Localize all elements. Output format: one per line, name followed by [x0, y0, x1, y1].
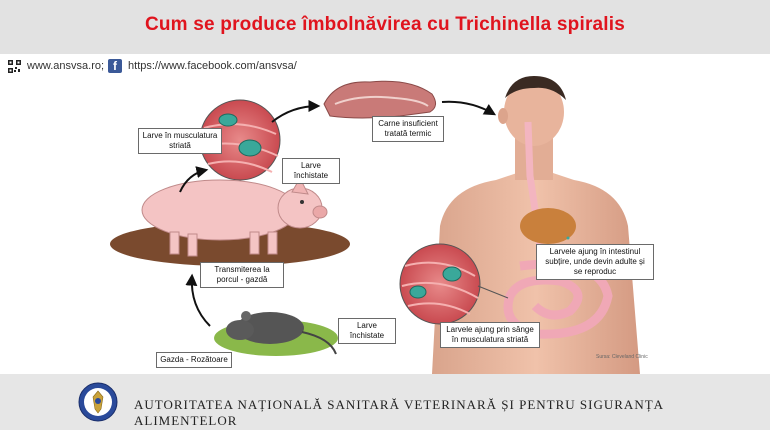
page-title: Cum se produce îmbolnăvirea cu Trichinel…: [144, 14, 626, 35]
label-larve-inchistate-bottom: Larve închistate: [338, 318, 396, 344]
label-larve-inchistate-top: Larve închistate: [282, 158, 340, 184]
website-link[interactable]: www.ansvsa.ro;: [27, 60, 105, 72]
footer-bar: [0, 374, 770, 430]
pig-illustration: [110, 176, 350, 266]
meat-illustration: [323, 80, 436, 119]
links-bar: www.ansvsa.ro; f https://www.facebook.co…: [8, 58, 297, 74]
label-gazda: Gazda - Rozătoare: [156, 352, 232, 368]
trichinella-lifecycle-diagram: [110, 76, 640, 374]
label-carne: Carne insuficient tratată termic: [372, 116, 444, 142]
facebook-link[interactable]: https://www.facebook.com/ansvsa/: [128, 60, 297, 72]
pig-muscle-magnified: [199, 99, 281, 181]
rat-illustration: [214, 311, 338, 356]
human-muscle-magnified: [399, 243, 509, 325]
arrow-pig-to-muscle: [179, 166, 209, 193]
arrow-muscle-to-meat: [271, 100, 321, 123]
footer-authority: AUTORITATEA NAȚIONALĂ SANITARĂ VETERINAR…: [134, 397, 664, 428]
arrow-rat-to-pig: [185, 273, 211, 327]
title-bar: [0, 0, 770, 54]
facebook-icon: f: [108, 59, 123, 73]
label-larve-musculatura: Larve în musculatura striată: [138, 128, 222, 154]
label-source: Sursa: Cleveland Clinic: [596, 354, 648, 360]
arrow-meat-to-human: [441, 100, 497, 116]
qr-code-icon: [8, 59, 21, 73]
label-sange: Larvele ajung prin sânge în musculatura …: [440, 322, 540, 348]
label-intestin: Larvele ajung în intestinul subțire, und…: [536, 244, 654, 280]
label-transmiterea: Transmiterea la porcul - gazdă: [200, 262, 284, 288]
ansvsa-emblem-icon: [78, 382, 118, 422]
